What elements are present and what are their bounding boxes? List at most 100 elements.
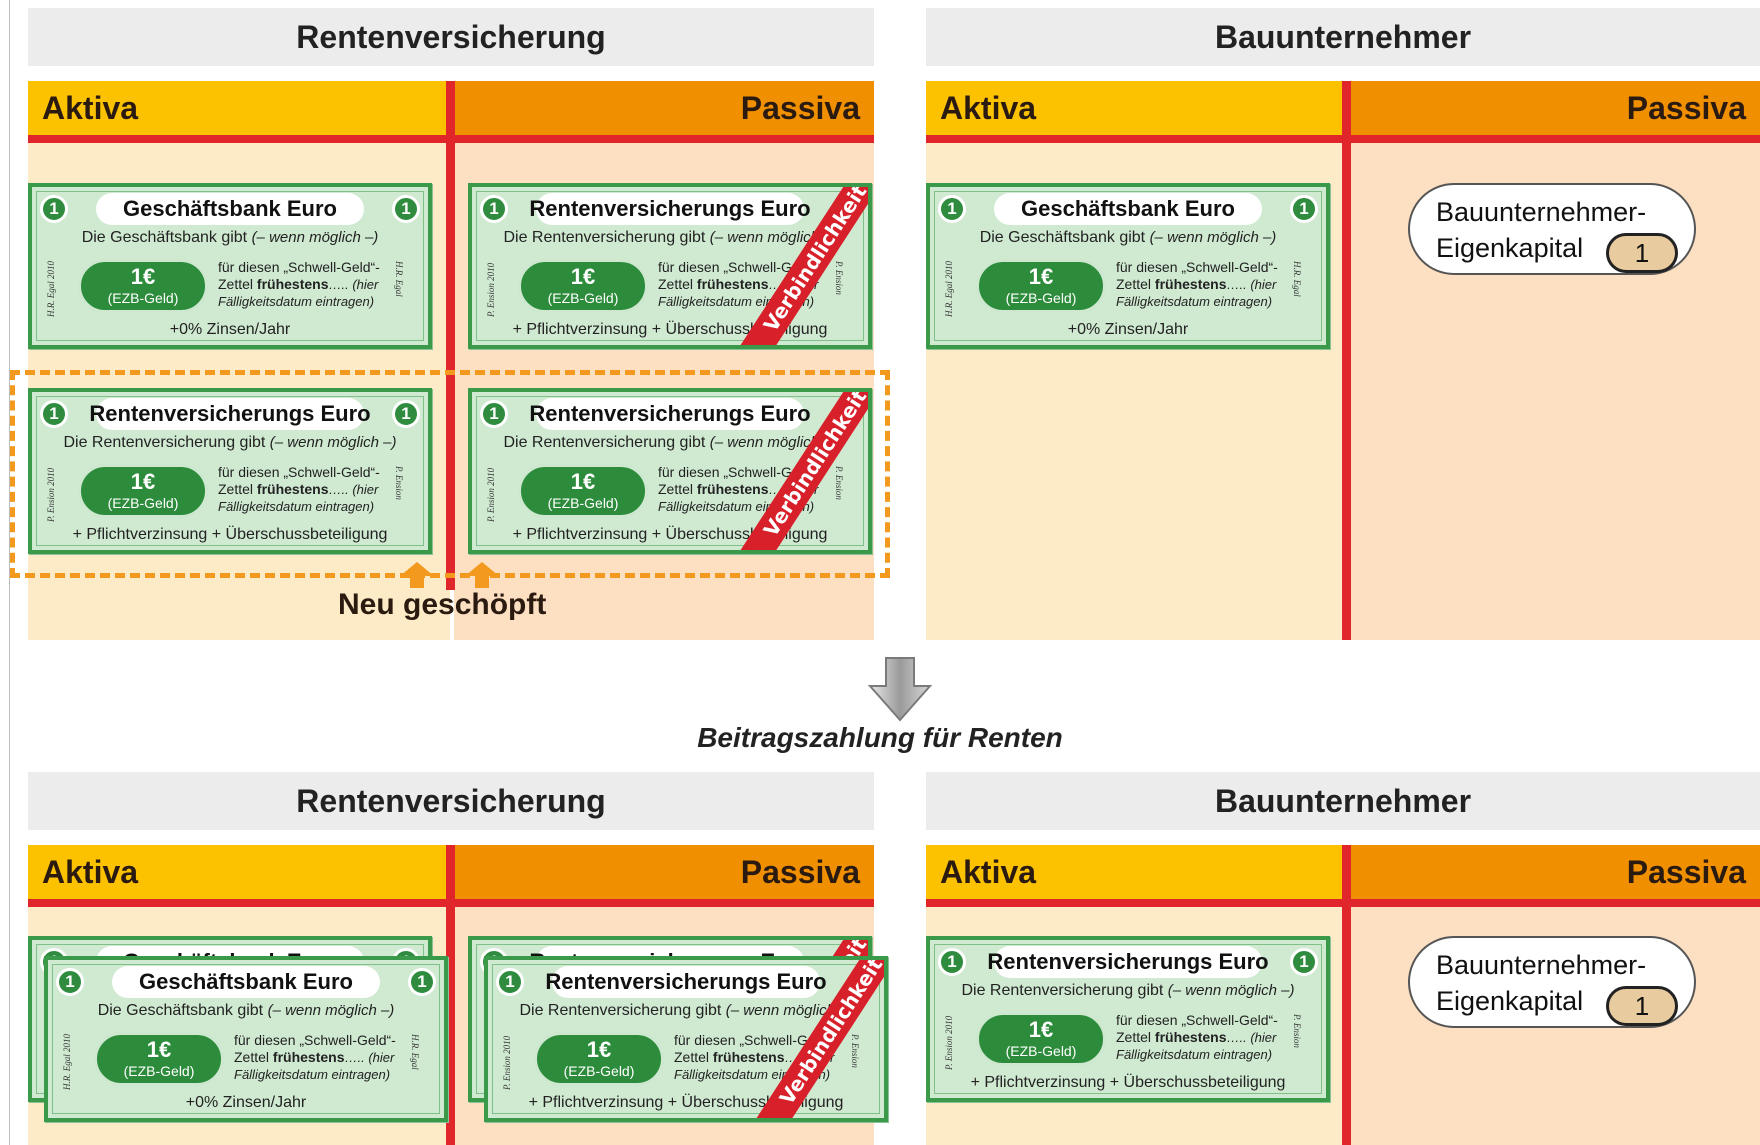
note-title: Geschäftsbank Euro	[994, 193, 1262, 225]
bottom-bau-passiva-header: Passiva	[1346, 845, 1760, 899]
note-interest-line: +0% Zinsen/Jahr	[1067, 321, 1189, 338]
bottom-bau-equity: Bauunternehmer- Eigenkapital 1	[1408, 936, 1696, 1028]
note-title: Rentenversicherungs Euro	[89, 398, 371, 430]
note-text-b-pre: Zettel	[658, 276, 697, 292]
bottom-rente-passiva-label: Passiva	[740, 853, 860, 890]
note-issuer-condition: (– wenn möglich –)	[1149, 229, 1277, 246]
bottom-bau-aktiva-header: Aktiva	[926, 845, 1346, 899]
note-text-b: Zettel frühestens….. (hier	[1116, 276, 1306, 293]
note-text-a: für diesen „Schwell-Geld“-	[674, 1032, 836, 1048]
new-money-dashed-box	[10, 370, 890, 578]
note-title: Geschäftsbank Euro	[96, 193, 364, 225]
note-text-b-bold: frühestens	[696, 481, 769, 497]
note-amount-oval: 1€(EZB-Geld)	[518, 464, 648, 518]
signature-left: P. Ension 2010	[944, 1015, 954, 1070]
note-amount: 1€	[570, 469, 596, 494]
note-text-b-bold: frühestens	[1154, 276, 1227, 292]
top-bau-passiva-label: Passiva	[1626, 89, 1746, 126]
note-issuer: Die Rentenversicherung gibt	[503, 229, 706, 246]
note-interest-line: + Pflichtverzinsung + Überschussbeteilig…	[512, 321, 828, 338]
note-text-c: Fälligkeitsdatum eintragen)	[1116, 294, 1273, 309]
top-bau-title-text: Bauunternehmer	[1214, 18, 1472, 55]
top-bau-aktiva-label: Aktiva	[940, 89, 1037, 126]
note-text-c: Fälligkeitsdatum eintragen)	[218, 499, 375, 514]
transfer-caption: Beitragszahlung für Renten	[697, 722, 1063, 753]
bottom-bau-aktiva-label: Aktiva	[940, 853, 1037, 890]
top-bau-title: Bauunternehmer	[926, 8, 1760, 66]
note-title: Rentenversicherungs Euro	[987, 946, 1269, 978]
note-text-b-pre: Zettel	[218, 481, 257, 497]
signature-right: P. Ension	[1292, 1014, 1302, 1048]
top-rente-divider	[446, 81, 455, 590]
note-text-b-bold: frühestens	[256, 481, 329, 497]
note-ezb-label: (EZB-Geld)	[1005, 290, 1077, 306]
note-inner-border	[492, 964, 880, 1114]
note-maturity-text: für diesen „Schwell-Geld“-Zettel frühest…	[218, 259, 408, 310]
top-bau-equity: Bauunternehmer- Eigenkapital 1	[1408, 183, 1696, 275]
note-issuer: Die Rentenversicherung gibt	[961, 982, 1164, 999]
new-arrow-left-icon	[400, 562, 434, 576]
note-text-a: für diesen „Schwell-Geld“-	[1116, 1012, 1278, 1028]
note-text-a: für diesen „Schwell-Geld“-	[658, 259, 820, 275]
note-amount-oval: 1€(EZB-Geld)	[78, 464, 208, 518]
down-arrow-icon	[868, 657, 932, 722]
note-amount: 1€	[570, 264, 596, 289]
coin-left-icon: 1	[938, 948, 966, 976]
note-issuer-line: Die Geschäftsbank gibt (– wenn möglich –…	[930, 229, 1326, 247]
bottom-rente-title: Rentenversicherung	[28, 772, 874, 830]
signature-right: P. Ension	[850, 1034, 860, 1068]
note-issuer-condition: (– wenn möglich –)	[251, 229, 379, 246]
top-rente-aktiva-label: Aktiva	[42, 89, 139, 126]
signature-left: P. Ension 2010	[486, 467, 496, 522]
note-ezb-label: (EZB-Geld)	[107, 495, 179, 511]
note-text-b: Zettel frühestens….. (hier	[218, 276, 408, 293]
coin-left-icon: 1	[480, 400, 508, 428]
coin-right-icon: 1	[408, 968, 436, 996]
top-rente-title-text: Rentenversicherung	[296, 18, 606, 55]
note-interest-line: + Pflichtverzinsung + Überschussbeteilig…	[528, 1094, 844, 1111]
note-text-b-bold: frühestens	[256, 276, 329, 292]
note-amount-oval: 1€(EZB-Geld)	[94, 1032, 224, 1086]
note-interest-line: +0% Zinsen/Jahr	[169, 321, 291, 338]
note-title: Geschäftsbank Euro	[112, 966, 380, 998]
note-issuer: Die Rentenversicherung gibt	[519, 1002, 722, 1019]
signature-right: P. Ension	[834, 261, 844, 295]
coin-right-icon: 1	[392, 400, 420, 428]
signature-right: H.R. Egal	[394, 261, 404, 297]
note-inner-border	[934, 191, 1322, 341]
note-amount: 1€	[130, 264, 156, 289]
bottom-equity-line2: Eigenkapital	[1436, 986, 1584, 1016]
note-interest-line: +0% Zinsen/Jahr	[185, 1094, 307, 1111]
signature-left: H.R. Egal 2010	[46, 261, 56, 317]
bottom-equity-line1: Bauunternehmer-	[1436, 950, 1647, 980]
bottom-rente-divider	[446, 845, 455, 1145]
note-issuer-line: Die Rentenversicherung gibt (– wenn mögl…	[488, 1002, 884, 1020]
note-ezb-label: (EZB-Geld)	[563, 1063, 635, 1079]
signature-left: P. Ension 2010	[502, 1035, 512, 1090]
note-amount-oval: 1€(EZB-Geld)	[78, 259, 208, 313]
note-text-b-post: ….. (hier	[328, 482, 379, 497]
note-issuer: Die Geschäftsbank gibt	[97, 1002, 264, 1019]
coin-left-icon: 1	[56, 968, 84, 996]
note-interest-line: + Pflichtverzinsung + Überschussbeteilig…	[970, 1074, 1286, 1091]
new-arrow-right-stem	[475, 576, 489, 588]
top-equity-line1: Bauunternehmer-	[1436, 197, 1647, 227]
note-inner-border	[476, 396, 864, 546]
coin-left-icon: 1	[496, 968, 524, 996]
signature-left: P. Ension 2010	[486, 262, 496, 317]
signature-left: H.R. Egal 2010	[62, 1034, 72, 1090]
note-text-c: Fälligkeitsdatum eintragen)	[234, 1067, 391, 1082]
bottom-rente-aktiva-label: Aktiva	[42, 853, 139, 890]
note-amount: 1€	[586, 1037, 612, 1062]
bottom-rente-aktiva-header: Aktiva	[28, 845, 450, 899]
note-amount: 1€	[130, 469, 156, 494]
coin-left-icon: 1	[480, 195, 508, 223]
top-rente-aktiva-header: Aktiva	[28, 81, 450, 135]
note-maturity-text: für diesen „Schwell-Geld“-Zettel frühest…	[234, 1032, 424, 1083]
bottom-bau-title: Bauunternehmer	[926, 772, 1760, 830]
